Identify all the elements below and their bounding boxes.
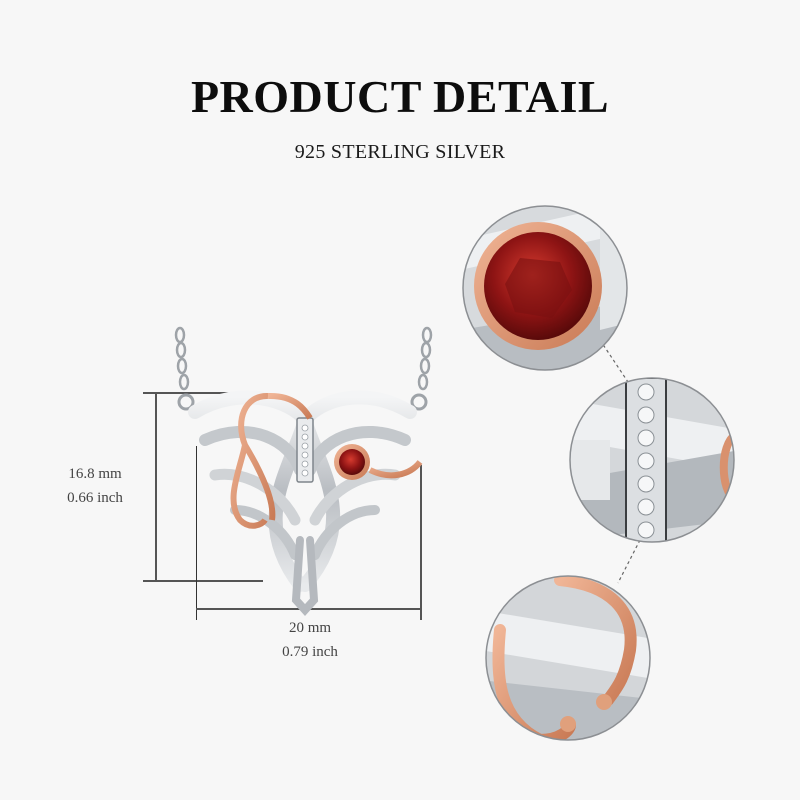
detail-circle-cz-bar — [569, 377, 735, 543]
height-inch: 0.66 inch — [67, 490, 123, 506]
stethoscope-tube — [230, 392, 276, 529]
detail-circle-garnet — [462, 205, 628, 371]
width-label: 20 mm 0.79 inch — [250, 616, 370, 664]
height-dim-vertical-line — [155, 392, 157, 582]
connector-line-1 — [599, 339, 631, 386]
width-dim-left-line — [196, 446, 197, 620]
connector-line-2 — [617, 539, 641, 584]
width-inch: 0.79 inch — [282, 644, 338, 660]
material-subtitle: 925 STERLING SILVER — [294, 141, 506, 163]
height-mm: 16.8 mm — [68, 466, 122, 482]
width-mm: 20 mm — [288, 620, 332, 636]
height-label: 16.8 mm 0.66 inch — [40, 462, 150, 510]
width-dim-right-line — [420, 465, 422, 620]
page-title: PRODUCT DETAIL — [190, 71, 610, 122]
height-dim-bottom-line — [143, 580, 263, 582]
detail-circle-stethoscope — [485, 575, 651, 741]
necklace-chain — [174, 326, 433, 411]
cz-bar — [296, 417, 314, 483]
height-dim-top-line — [143, 392, 263, 394]
garnet-stone — [339, 449, 365, 475]
